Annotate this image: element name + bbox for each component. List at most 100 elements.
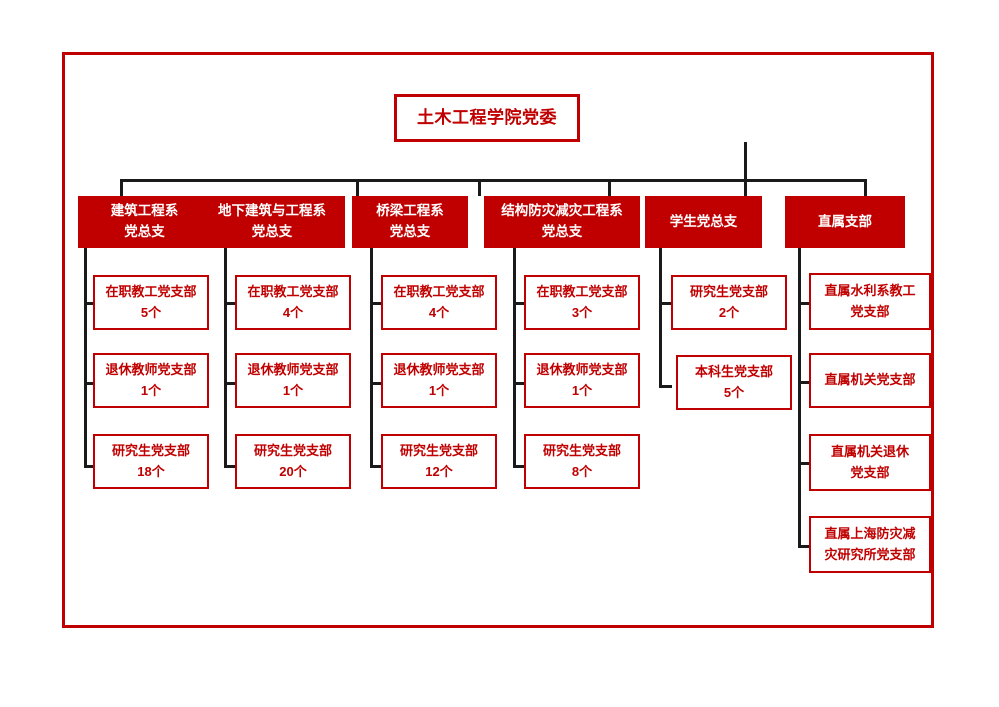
dept-node-underground[interactable]: 地下建筑与工程系 党总支 bbox=[199, 196, 345, 248]
branch-node-4-2[interactable]: 退休教师党支部 1个 bbox=[524, 353, 640, 408]
connector-spine-col-5 bbox=[659, 248, 662, 388]
branch-label: 研究生党支部 bbox=[542, 443, 621, 459]
root-node-label: 土木工程学院党委 bbox=[417, 107, 557, 127]
connector-drop-dept-5 bbox=[864, 179, 867, 196]
connector-spine-col-6 bbox=[798, 248, 801, 548]
dept-label-line1: 地下建筑与工程系 bbox=[218, 203, 326, 219]
connector-stub-1-3 bbox=[84, 465, 94, 468]
connector-stub-3-1 bbox=[370, 302, 382, 305]
branch-count: 4个 bbox=[428, 304, 450, 320]
branch-count: 3个 bbox=[571, 304, 593, 320]
root-node-party-committee[interactable]: 土木工程学院党委 bbox=[394, 94, 580, 142]
connector-drop-dept-6 bbox=[478, 179, 481, 196]
branch-count: 5个 bbox=[723, 384, 745, 400]
connector-stub-6-2 bbox=[798, 381, 810, 384]
branch-count: 5个 bbox=[140, 304, 162, 320]
branch-count: 18个 bbox=[137, 463, 165, 479]
connector-stub-5-2 bbox=[659, 385, 672, 388]
branch-label: 退休教师党支部 bbox=[536, 362, 628, 378]
connector-drop-dept-1 bbox=[120, 179, 123, 196]
branch-label: 直属机关党支部 bbox=[824, 372, 916, 388]
connector-stub-6-4 bbox=[798, 545, 810, 548]
branch-label: 直属上海防灾减 bbox=[824, 526, 916, 542]
branch-node-2-3[interactable]: 研究生党支部 20个 bbox=[235, 434, 351, 489]
branch-label: 研究生党支部 bbox=[111, 443, 190, 459]
dept-label-line1: 学生党总支 bbox=[669, 213, 738, 229]
connector-spine-col-2 bbox=[224, 248, 227, 468]
branch-label: 研究生党支部 bbox=[253, 443, 332, 459]
connector-stub-3-3 bbox=[370, 465, 382, 468]
branch-count: 12个 bbox=[425, 463, 453, 479]
branch-node-2-1[interactable]: 在职教工党支部 4个 bbox=[235, 275, 351, 330]
branch-count: 1个 bbox=[140, 382, 162, 398]
connector-stub-4-1 bbox=[513, 302, 525, 305]
branch-count: 4个 bbox=[282, 304, 304, 320]
branch-label: 在职教工党支部 bbox=[105, 284, 197, 300]
branch-node-4-3[interactable]: 研究生党支部 8个 bbox=[524, 434, 640, 489]
branch-node-1-3[interactable]: 研究生党支部 18个 bbox=[93, 434, 209, 489]
connector-drop-dept-4 bbox=[744, 179, 747, 196]
branch-node-6-1[interactable]: 直属水利系教工 党支部 bbox=[809, 273, 931, 330]
dept-node-student[interactable]: 学生党总支 bbox=[645, 196, 762, 248]
connector-stub-2-1 bbox=[224, 302, 236, 305]
branch-label: 退休教师党支部 bbox=[393, 362, 485, 378]
dept-label-line1: 建筑工程系 bbox=[110, 203, 179, 219]
branch-label: 在职教工党支部 bbox=[247, 284, 339, 300]
dept-label-line2: 党总支 bbox=[389, 224, 431, 239]
branch-count: 1个 bbox=[428, 382, 450, 398]
connector-stub-2-2 bbox=[224, 382, 236, 385]
branch-label-2: 灾研究所党支部 bbox=[824, 546, 916, 562]
connector-root-drop bbox=[744, 142, 747, 179]
connector-stub-4-3 bbox=[513, 465, 525, 468]
branch-node-6-3[interactable]: 直属机关退休 党支部 bbox=[809, 434, 931, 491]
dept-node-architecture[interactable]: 建筑工程系 党总支 bbox=[78, 196, 211, 248]
branch-label-2: 党支部 bbox=[850, 464, 890, 480]
branch-node-2-2[interactable]: 退休教师党支部 1个 bbox=[235, 353, 351, 408]
branch-label: 研究生党支部 bbox=[689, 284, 768, 300]
branch-node-6-4[interactable]: 直属上海防灾减 灾研究所党支部 bbox=[809, 516, 931, 573]
dept-label-line2: 党总支 bbox=[124, 224, 165, 239]
branch-count: 20个 bbox=[279, 463, 307, 479]
branch-label: 退休教师党支部 bbox=[105, 362, 197, 378]
branch-label: 本科生党支部 bbox=[694, 364, 773, 380]
connector-stub-1-2 bbox=[84, 382, 94, 385]
connector-drop-dept-2 bbox=[356, 179, 359, 196]
branch-count: 8个 bbox=[571, 463, 593, 479]
branch-node-1-2[interactable]: 退休教师党支部 1个 bbox=[93, 353, 209, 408]
connector-stub-2-3 bbox=[224, 465, 236, 468]
connector-stub-4-2 bbox=[513, 382, 525, 385]
branch-count: 1个 bbox=[571, 382, 593, 398]
dept-label-line2: 党总支 bbox=[541, 224, 583, 239]
branch-label-2: 党支部 bbox=[850, 303, 890, 319]
connector-stub-6-1 bbox=[798, 302, 810, 305]
connector-spine-col-4 bbox=[513, 248, 516, 468]
dept-node-direct[interactable]: 直属支部 bbox=[785, 196, 905, 248]
branch-node-4-1[interactable]: 在职教工党支部 3个 bbox=[524, 275, 640, 330]
branch-count: 2个 bbox=[718, 304, 740, 320]
connector-stub-1-1 bbox=[84, 302, 94, 305]
dept-label-line2: 党总支 bbox=[251, 224, 293, 239]
branch-node-6-2[interactable]: 直属机关党支部 bbox=[809, 353, 931, 408]
branch-node-3-1[interactable]: 在职教工党支部 4个 bbox=[381, 275, 497, 330]
chart-outer-frame bbox=[62, 52, 934, 628]
branch-label: 在职教工党支部 bbox=[393, 284, 485, 300]
connector-drop-dept-3 bbox=[608, 179, 611, 196]
connector-stub-5-1 bbox=[659, 302, 672, 305]
branch-node-5-1[interactable]: 研究生党支部 2个 bbox=[671, 275, 787, 330]
branch-node-3-3[interactable]: 研究生党支部 12个 bbox=[381, 434, 497, 489]
connector-spine-col-1 bbox=[84, 248, 87, 468]
branch-node-5-2[interactable]: 本科生党支部 5个 bbox=[676, 355, 792, 410]
branch-node-3-2[interactable]: 退休教师党支部 1个 bbox=[381, 353, 497, 408]
branch-label: 直属机关退休 bbox=[830, 444, 909, 460]
dept-label-line1: 直属支部 bbox=[818, 213, 872, 229]
connector-stub-3-2 bbox=[370, 382, 382, 385]
connector-stub-6-3 bbox=[798, 462, 810, 465]
connector-root-bus bbox=[120, 179, 867, 182]
branch-label: 在职教工党支部 bbox=[536, 284, 628, 300]
connector-spine-col-3 bbox=[370, 248, 373, 468]
dept-node-bridge[interactable]: 桥梁工程系 党总支 bbox=[352, 196, 468, 248]
branch-node-1-1[interactable]: 在职教工党支部 5个 bbox=[93, 275, 209, 330]
branch-label: 研究生党支部 bbox=[399, 443, 478, 459]
dept-node-disaster-prevention[interactable]: 结构防灾减灾工程系 党总支 bbox=[484, 196, 640, 248]
